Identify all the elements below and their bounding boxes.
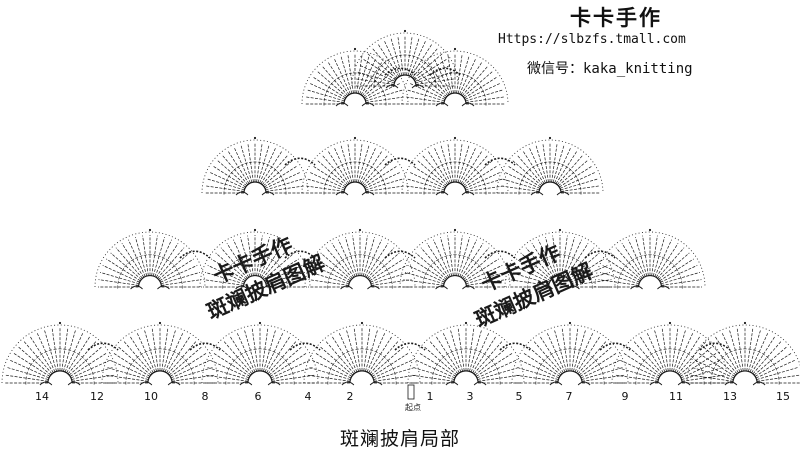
row-number: 9 (622, 390, 629, 403)
row-number: 15 (776, 390, 790, 403)
chain-arc (699, 342, 731, 351)
chain-arc (394, 342, 426, 351)
fan-motif (594, 228, 706, 290)
chain-arc (484, 157, 516, 166)
fan-motif (399, 228, 511, 290)
fan-motif (101, 321, 219, 386)
fan-motif (511, 321, 629, 386)
fan-motif (304, 228, 416, 290)
row-number: 6 (255, 390, 262, 403)
fan-motifs (1, 29, 800, 400)
chain-arc (189, 342, 221, 351)
fan-motif (407, 321, 525, 386)
row-number: 3 (467, 390, 474, 403)
row-number: 2 (347, 390, 354, 403)
fan-motif (1, 321, 119, 386)
row-number: 1 (427, 390, 434, 403)
fan-motif (303, 321, 421, 386)
fan-motif (201, 136, 309, 196)
brand-title: 卡卡手作 (570, 6, 662, 30)
row-number: 5 (516, 390, 523, 403)
fan-motif (611, 321, 729, 386)
fan-motif (301, 47, 409, 107)
fan-motif (401, 136, 509, 196)
chain-arc (429, 67, 461, 76)
row-number: 10 (144, 390, 158, 403)
fan-motif (199, 228, 311, 290)
chain-arc (284, 250, 316, 259)
fan-motif (401, 47, 509, 107)
chain-arc (484, 250, 516, 259)
row-number: 8 (202, 390, 209, 403)
chain-arc (384, 67, 416, 76)
row-number: 13 (723, 390, 737, 403)
chain-arc (87, 342, 119, 351)
shop-url: Https://slbzfs.tmall.com (498, 32, 686, 47)
chain-arc (599, 342, 631, 351)
fan-motif (686, 321, 800, 386)
row-number: 11 (669, 390, 683, 403)
fan-motif (504, 228, 616, 290)
fan-motif (301, 136, 409, 196)
row-number: 12 (90, 390, 104, 403)
wechat-id: 微信号：kaka_knitting (527, 61, 693, 77)
row-number: 4 (305, 390, 312, 403)
diagram-caption: 斑斓披肩局部 (339, 428, 460, 450)
row-number: 7 (566, 390, 573, 403)
chain-arc (384, 157, 416, 166)
chain-arc (384, 250, 416, 259)
chain-arc (584, 250, 616, 259)
chain-arc (289, 342, 321, 351)
chain-arc (179, 250, 211, 259)
chain-arc (499, 342, 531, 351)
fan-motif (496, 136, 604, 196)
fan-motif (94, 228, 206, 290)
chain-arc (284, 157, 316, 166)
row-number: 14 (35, 390, 49, 403)
start-marker (407, 384, 415, 400)
start-point-label: 起点 (405, 403, 421, 412)
fan-motif (201, 321, 319, 386)
